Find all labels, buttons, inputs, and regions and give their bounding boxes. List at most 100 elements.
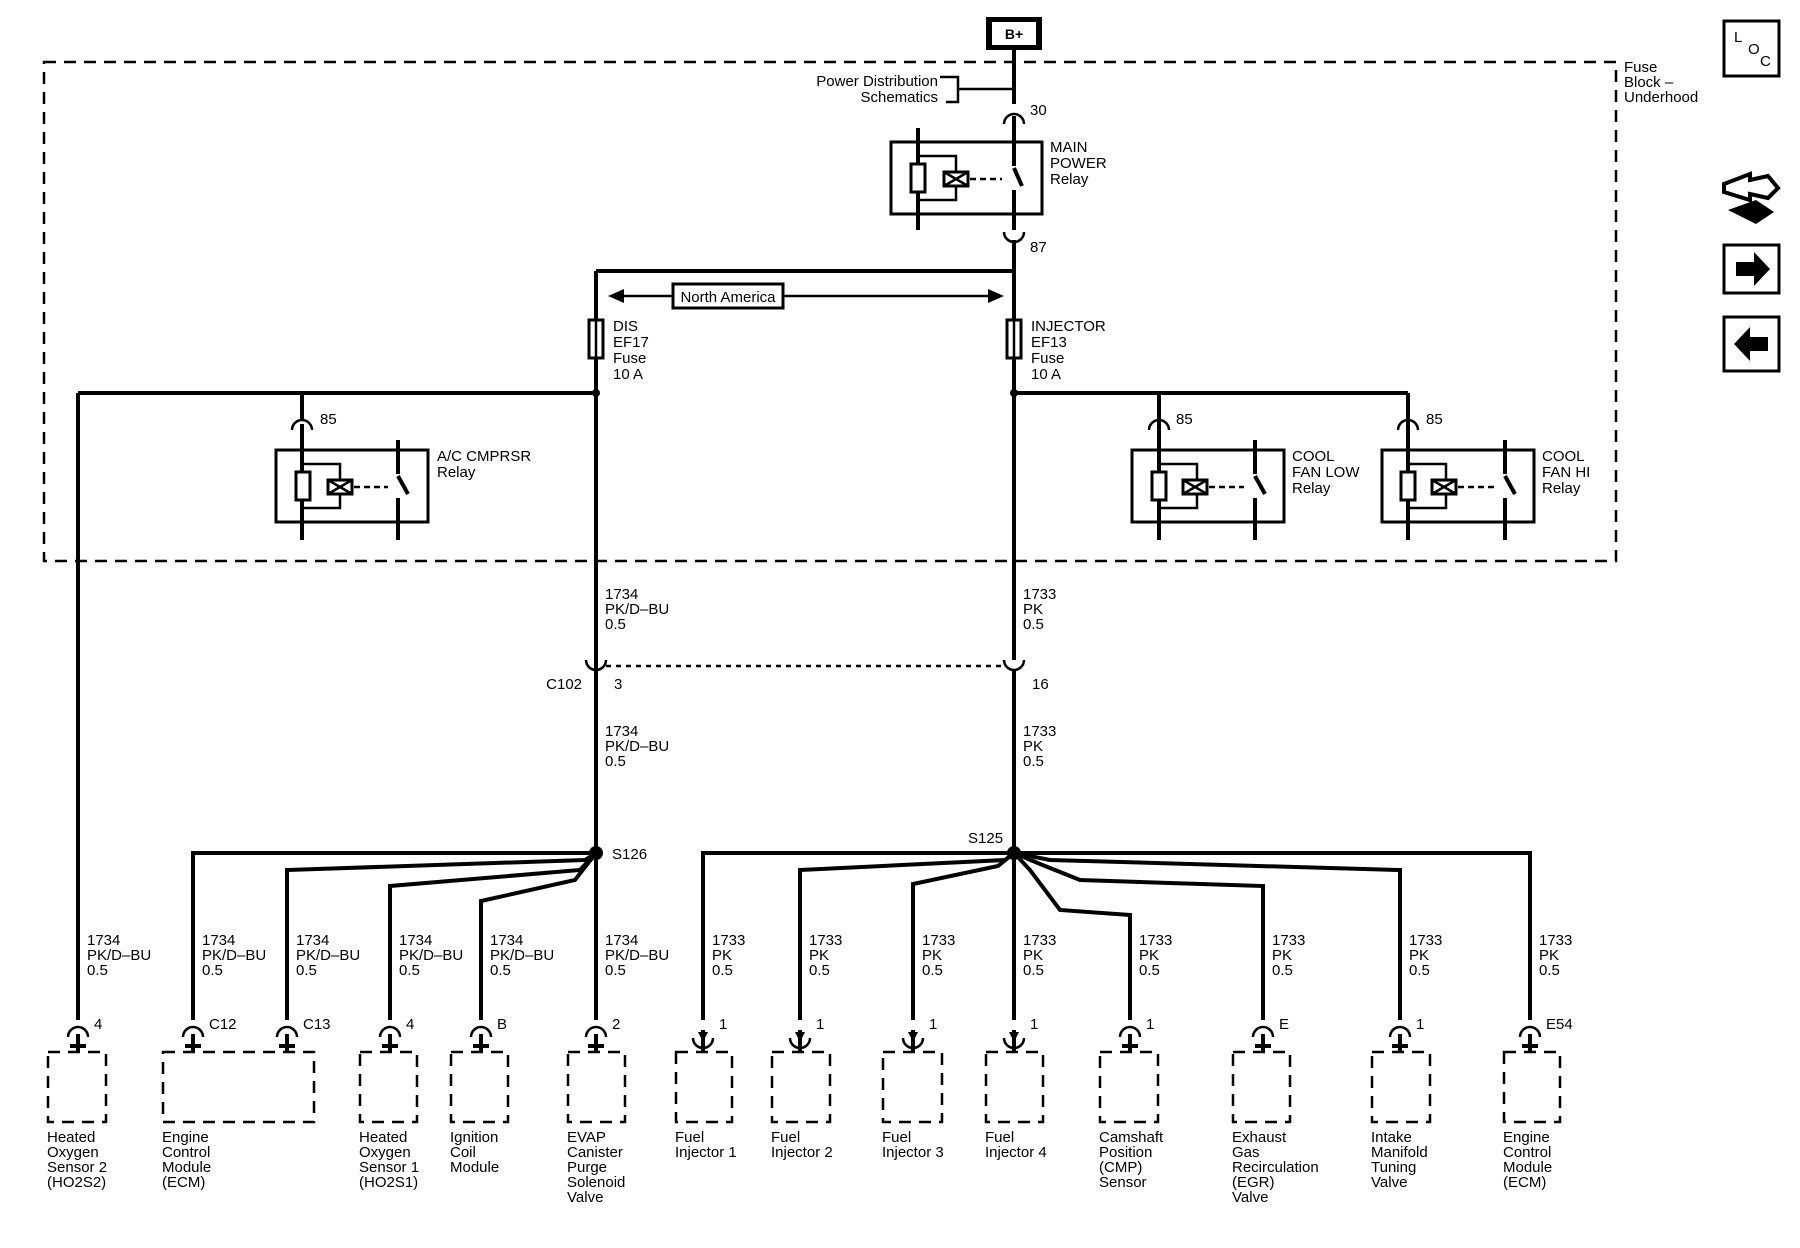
pin-label: 1 xyxy=(1146,1016,1154,1033)
component-outline xyxy=(881,1050,944,1124)
pin-label: 1 xyxy=(719,1016,727,1033)
main-power-relay: 30 MAIN POWER Relay 87 xyxy=(889,102,1111,256)
svg-text:INJECTOR EF13 Fuse: INJECTOR EF13 Fuse 10 A xyxy=(1031,318,1110,383)
svg-text:85: 85 xyxy=(1426,411,1443,428)
wire-label-1734-upper: 1734 PK/D–BU 0.5 xyxy=(605,586,673,633)
component-outline xyxy=(1098,1050,1160,1124)
pin-label: 1 xyxy=(929,1016,937,1033)
pin-label: C12 xyxy=(209,1016,237,1033)
svg-text:C102: C102 xyxy=(546,676,582,693)
main-relay-label: MAIN POWER Relay xyxy=(1050,139,1111,188)
fuse-block-boundary xyxy=(42,60,1618,563)
pin-label: 1 xyxy=(1416,1016,1424,1033)
connector-c102: C102 3 16 xyxy=(546,659,1049,693)
svg-text:A/C CMPRSR Relay: A/C CMPRSR Relay xyxy=(437,448,535,481)
pin-label: B xyxy=(497,1016,507,1033)
component-outline xyxy=(46,1050,108,1124)
pin-label: 2 xyxy=(612,1016,620,1033)
pin-label: E54 xyxy=(1546,1016,1573,1033)
pin-87-label: 87 xyxy=(1030,239,1047,256)
fuse-block-label: Fuse Block – Underhood xyxy=(1624,59,1698,106)
component-outline xyxy=(770,1050,832,1124)
north-america-marker: North America xyxy=(608,282,1004,310)
svg-text:O: O xyxy=(1748,41,1760,58)
pin-label: E xyxy=(1279,1016,1289,1033)
svg-text:16: 16 xyxy=(1032,676,1049,693)
component-outline xyxy=(674,1050,734,1124)
loc-button[interactable]: L O C xyxy=(1722,19,1781,78)
cool-fan-low-relay: 85 COOL FAN LOW Relay xyxy=(1130,411,1364,540)
pin-label: 1 xyxy=(816,1016,824,1033)
component-outline xyxy=(358,1050,419,1124)
component-outline xyxy=(566,1050,627,1124)
svg-text:COOL FAN LOW Relay: COOL FAN LOW Relay xyxy=(1292,448,1364,497)
component-outline xyxy=(161,1050,316,1124)
svg-text:DIS EF17 Fuse: DIS EF17 Fuse 10 A xyxy=(613,318,653,383)
component-outline xyxy=(1502,1050,1562,1124)
wiring-icon[interactable] xyxy=(1722,171,1781,224)
pin-label: C13 xyxy=(303,1016,331,1033)
fuse-injector-ef13: INJECTOR EF13 Fuse 10 A xyxy=(1005,318,1110,383)
splice-s125-label: S125 xyxy=(968,830,1003,847)
wire-label-1733-lower: 1733 PK 0.5 xyxy=(1023,723,1061,770)
svg-text:3: 3 xyxy=(614,676,622,693)
ac-compressor-relay: 85 A/C CMPRSR Relay xyxy=(274,411,535,540)
component-outline xyxy=(1231,1050,1292,1124)
pin-label: 4 xyxy=(406,1016,414,1033)
back-arrow-icon[interactable] xyxy=(1722,315,1781,373)
component-outline xyxy=(1370,1050,1432,1124)
svg-text:COOL FAN HI Relay: COOL FAN HI Relay xyxy=(1542,448,1595,497)
component-outline xyxy=(449,1050,510,1124)
svg-text:L: L xyxy=(1734,29,1742,46)
svg-text:85: 85 xyxy=(1176,411,1193,428)
fuse-dis-ef17: DIS EF17 Fuse 10 A xyxy=(587,318,653,383)
pin-label: 1 xyxy=(1030,1016,1038,1033)
svg-text:B+: B+ xyxy=(1005,26,1023,42)
next-arrow-icon[interactable] xyxy=(1722,243,1781,295)
svg-text:C: C xyxy=(1760,53,1771,70)
wire-label-1734-lower: 1734 PK/D–BU 0.5 xyxy=(605,723,673,770)
battery-terminal: B+ xyxy=(986,17,1042,50)
